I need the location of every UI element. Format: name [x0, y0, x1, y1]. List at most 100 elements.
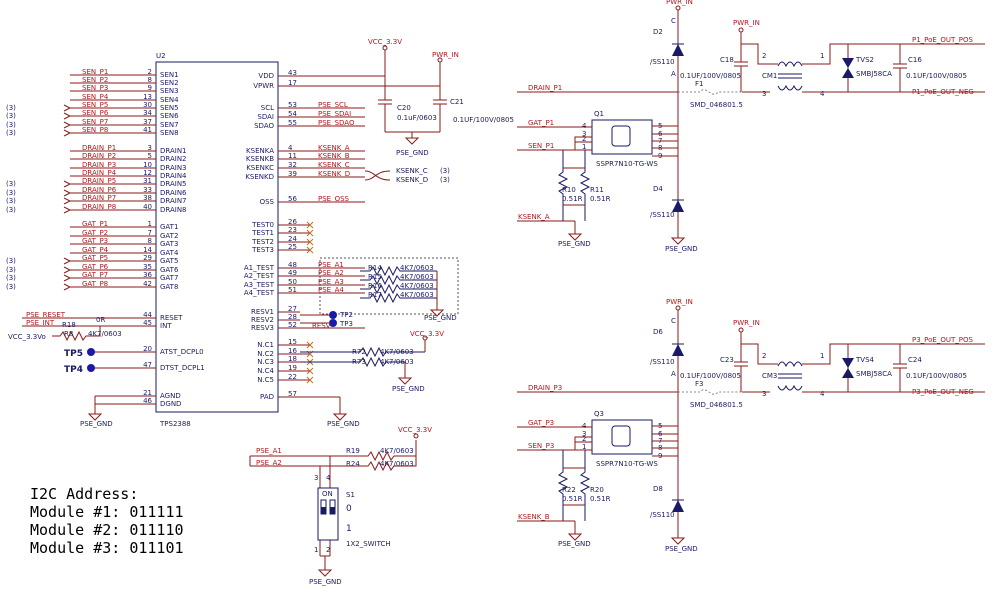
pin-number: 34 [143, 109, 152, 117]
dip-switch-s1[interactable] [317, 487, 339, 541]
pin-number: 56 [288, 195, 297, 203]
pin-number: 43 [288, 69, 297, 77]
mosfet-pin: 3 [582, 430, 586, 438]
pin-number: 11 [288, 152, 297, 160]
cap-refdes: C23 [720, 356, 734, 364]
out-neg-label: P1_PoE_OUT_NEG [912, 88, 974, 96]
mosfet-pin: 1 [582, 443, 586, 451]
pin-net-label: PSE_A4 [318, 286, 344, 294]
no-connect-mark [306, 376, 314, 384]
pin-net-label: GAT_P6 [82, 263, 109, 271]
out-pos-wire [802, 43, 985, 65]
cap-refdes: C16 [908, 56, 922, 64]
resv-net: RESV [312, 322, 331, 330]
pin-name: A4_TEST [244, 289, 275, 297]
pin-xref: (3) [6, 104, 16, 112]
tvs-symbol [842, 358, 854, 368]
pin-number: 52 [288, 321, 297, 329]
pin-net-label: DRAIN_P6 [82, 186, 117, 194]
tvs-part: SMBJ58CA [856, 370, 892, 378]
c21-refdes: C21 [450, 98, 464, 106]
offpage-marker [63, 257, 72, 265]
pin-number: 9 [148, 84, 152, 92]
r19-refdes: R19 [346, 447, 360, 455]
pin-number: 29 [143, 254, 152, 262]
pin-xref: (3) [6, 129, 16, 137]
pin-net-label: SEN_P5 [82, 101, 108, 109]
choke-pin: 4 [820, 90, 825, 98]
pin-net-label: GAT_P4 [82, 246, 109, 254]
pin-number: 1 [148, 220, 152, 228]
pin-name: OSS [260, 198, 275, 206]
pin-name: TEST2 [251, 238, 274, 246]
no-connect-mark [306, 221, 314, 229]
pin-net-label: GAT_P5 [82, 254, 108, 262]
out-pos-wire [802, 343, 985, 365]
pin-number: 51 [288, 286, 297, 294]
pin-net-label: GAT_P1 [82, 220, 108, 228]
switch-pos-0: 0 [346, 504, 352, 514]
pin-name: TEST3 [251, 246, 274, 254]
choke-pin: 3 [762, 90, 766, 98]
offpage-marker [63, 197, 72, 205]
diode-refdes: D8 [653, 485, 663, 493]
pin-number: 10 [143, 161, 152, 169]
vcc-label-3: VCC_3.3V [398, 426, 432, 434]
gnd-label: PSE_GND [396, 149, 429, 157]
drain-net-label: DRAIN_P1 [528, 84, 562, 92]
offpage-marker [63, 180, 72, 188]
mosfet-refdes: Q1 [594, 110, 604, 118]
ksenk-d-xref: KSENK_D [396, 176, 428, 184]
pin-xref: (3) [6, 274, 16, 282]
pin-xref: (3) [6, 257, 16, 265]
gnd-label: PSE_GND [558, 240, 591, 248]
pin-net-label: PSE_A3 [318, 278, 344, 286]
switch-pin-2: 2 [326, 546, 330, 554]
sense-resistor [579, 150, 591, 221]
addr-gnd: PSE_GND [424, 314, 457, 322]
ic-refdes: U2 [156, 52, 166, 60]
pin-net-label: PSE_SCL [318, 101, 348, 109]
mosfet-pin: 2 [582, 135, 586, 143]
pin-net-label: KSENK_C [318, 161, 350, 169]
no-connect-mark [306, 367, 314, 375]
switch-pin-4: 4 [326, 474, 331, 482]
gate-net-label: GAT_P1 [528, 119, 554, 127]
offpage-marker [63, 121, 72, 129]
pin-name: KSENKD [245, 173, 274, 181]
pin-number: 24 [288, 235, 297, 243]
r15-value: 4K7/0603 [400, 273, 434, 281]
pin-name: SEN8 [160, 129, 179, 137]
ksenk-c-page: (3) [440, 167, 450, 175]
pin-xref: (3) [6, 189, 16, 197]
pin-net-label: DRAIN_P8 [82, 203, 116, 211]
cap-refdes: C24 [908, 356, 922, 364]
mosfet-symbol [611, 425, 631, 447]
pin-number: 54 [288, 110, 297, 118]
vcc-label-2: VCC_3.3V [410, 330, 444, 338]
pin-name: DRAIN6 [160, 189, 187, 197]
pin-number: 46 [143, 397, 152, 405]
r19-value: 4K7/0603 [380, 447, 414, 455]
pin-name: RESET [160, 314, 183, 322]
offpage-marker [63, 274, 72, 282]
r8-refdes: R8 [64, 330, 73, 338]
pin-name: GAT4 [160, 249, 179, 257]
pin-net-label: DRAIN_P7 [82, 194, 116, 202]
pin-name: SDAO [254, 122, 274, 130]
pin-name: SEN7 [160, 121, 179, 129]
pin-number: 26 [288, 218, 297, 226]
pin-name: A3_TEST [244, 281, 275, 289]
pin-name: RESV1 [251, 308, 274, 316]
offpage-marker [63, 266, 72, 274]
svg-text:C: C [671, 17, 676, 25]
pin-name: DRAIN7 [160, 197, 187, 205]
fuse-symbol [678, 389, 742, 395]
cap-value: 0.1UF/100V/0805 [906, 372, 967, 380]
pin-number: 42 [143, 280, 152, 288]
pin-name: RESV3 [251, 324, 274, 332]
mosfet-pin: 4 [582, 122, 587, 130]
